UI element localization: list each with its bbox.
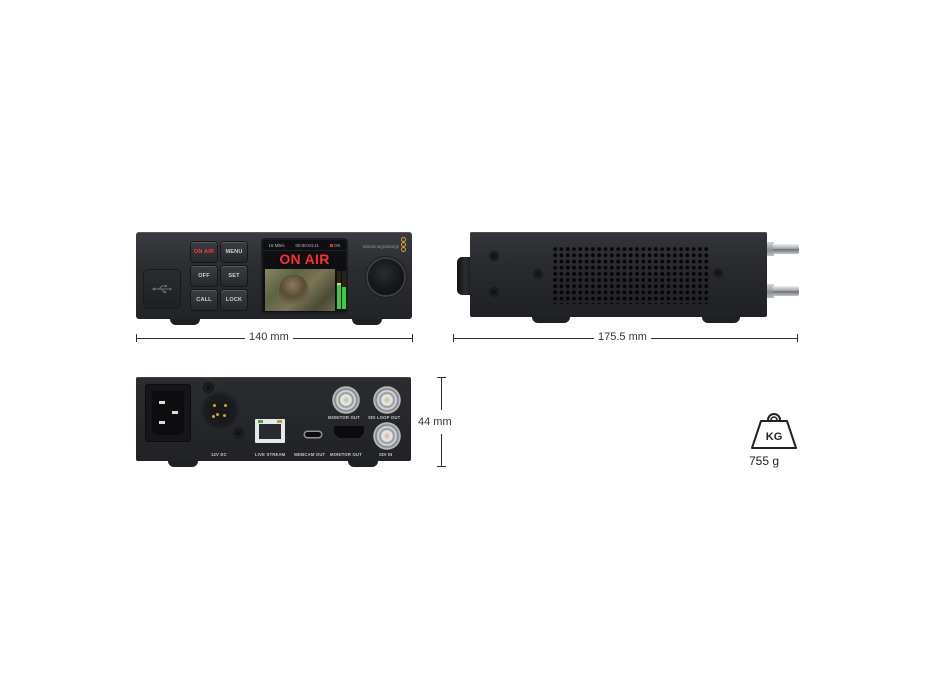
height-dimension-label: 44 mm	[418, 416, 452, 428]
rubber-foot	[170, 319, 200, 325]
rubber-foot	[702, 317, 740, 323]
lock-button[interactable]: LOCK	[221, 290, 247, 310]
bnc-connector-side	[767, 283, 799, 299]
rubber-foot	[352, 319, 382, 325]
sdi-loop-out-label: SDI LOOP OUT	[368, 415, 401, 420]
video-preview	[265, 269, 335, 311]
bnc-connector-side	[767, 241, 799, 257]
rubber-foot	[168, 461, 198, 467]
usb-icon	[152, 285, 172, 294]
audio-meter-right	[342, 271, 346, 309]
kg-icon-label: KG	[766, 431, 783, 443]
menu-button[interactable]: MENU	[221, 242, 247, 262]
screw-icon	[714, 269, 722, 277]
12v-dc-xlr-connector	[200, 391, 240, 431]
status-indicator: OK	[329, 243, 340, 248]
dimension-tick	[797, 334, 798, 342]
status-dot-icon	[329, 243, 333, 247]
on-air-title: ON AIR	[279, 251, 330, 267]
set-button[interactable]: SET	[221, 266, 247, 286]
side-knob-cap	[457, 257, 471, 295]
audio-meter-left	[337, 271, 341, 309]
hdmi-monitor-out-label: MONITOR OUT	[330, 452, 362, 457]
bnc-monitor-out	[332, 386, 360, 414]
bitrate-text: 16 Mb/s	[268, 242, 285, 248]
rear-view: 12V DC LIVE STREAM WEBCAM OUT MONITOR OU…	[136, 377, 411, 467]
width-dimension-label: 140 mm	[245, 331, 293, 343]
sdi-monitor-out-label: MONITOR OUT	[328, 415, 360, 420]
brand-logo-text: Blackmagicdesign	[363, 244, 400, 249]
weight-icon: KG	[750, 409, 798, 456]
screw-icon	[490, 252, 498, 260]
dimension-tick	[412, 334, 413, 342]
off-button[interactable]: OFF	[191, 266, 217, 286]
hdmi-port	[334, 426, 364, 438]
screw-icon	[204, 383, 213, 392]
screw-icon	[534, 270, 542, 278]
sdi-in-label: SDI IN	[379, 452, 393, 457]
lcd-status-bar: 16 Mb/s 00:00:04:11 OK	[263, 240, 346, 251]
ethernet-port	[255, 419, 285, 443]
vent-grille	[552, 246, 709, 304]
height-dimension-line-bottom	[441, 434, 442, 466]
usb-port-cover	[144, 270, 180, 308]
weight-value: 755 g	[749, 454, 780, 468]
height-dimension-line-top	[441, 377, 442, 410]
bnc-sdi-in	[373, 422, 401, 450]
live-stream-label: LIVE STREAM	[255, 452, 286, 457]
12v-dc-label: 12V DC	[211, 452, 227, 457]
ac-power-inlet	[146, 385, 190, 441]
call-button[interactable]: CALL	[191, 290, 217, 310]
rubber-foot	[348, 461, 378, 467]
usb-c-port	[305, 432, 321, 437]
brand-logo-icon	[401, 237, 407, 252]
on-air-button[interactable]: ON AIR	[191, 242, 217, 262]
screw-icon	[490, 288, 498, 296]
timecode-text: 00:00:04:11	[295, 242, 319, 248]
bnc-sdi-loop-out	[373, 386, 401, 414]
webcam-out-label: WEBCAM OUT	[294, 452, 326, 457]
rubber-foot	[532, 317, 570, 323]
dimension-tick	[437, 466, 446, 467]
depth-dimension-label: 175.5 mm	[594, 331, 651, 343]
rotary-knob[interactable]	[368, 259, 404, 295]
screw-icon	[234, 429, 243, 438]
front-view: ON AIR MENU OFF SET CALL LOCK 16 Mb/s 00…	[136, 232, 412, 325]
lcd-screen: 16 Mb/s 00:00:04:11 OK ON AIR	[263, 240, 346, 312]
